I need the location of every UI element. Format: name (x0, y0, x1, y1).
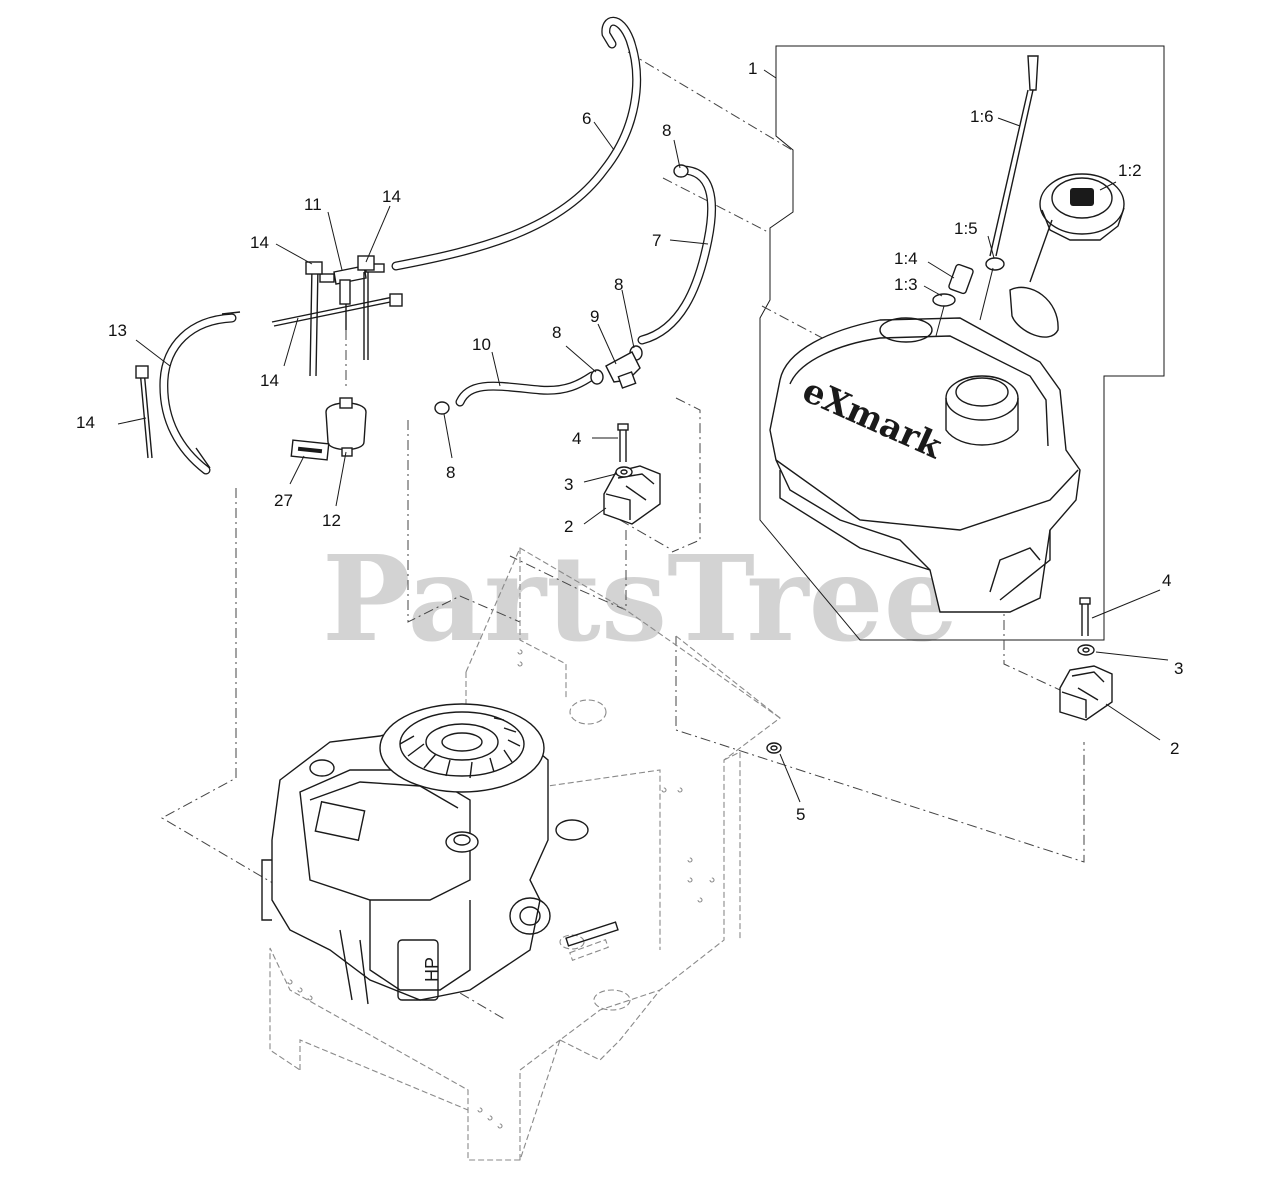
callout-14a: 14 (250, 233, 269, 252)
callout-7: 7 (652, 231, 661, 250)
clamp-8b (590, 369, 604, 385)
tank-assembly-outline (759, 45, 1165, 641)
tank-bracket-right (1059, 665, 1113, 721)
callout-2b: 2 (1170, 739, 1179, 758)
callout-8c: 8 (614, 275, 623, 294)
leader-lines (117, 69, 1169, 803)
nut (766, 742, 782, 754)
filter-decal (290, 439, 330, 461)
watermark-text: PartsTree (322, 529, 959, 668)
callout-1-3: 1:3 (894, 275, 918, 294)
vent-tube (979, 55, 1039, 321)
callout-14d: 14 (76, 413, 95, 432)
callout-27: 27 (274, 491, 293, 510)
callout-8b: 8 (552, 323, 561, 342)
watermark: PartsTree TM (322, 529, 959, 668)
assembly-lines (160, 51, 1085, 1021)
clamp-8d (434, 401, 450, 415)
rollover-valve (932, 263, 974, 337)
callout-6: 6 (582, 109, 591, 128)
callout-8a: 8 (662, 121, 671, 140)
engine: HP (261, 703, 619, 1005)
grommet (985, 257, 1005, 271)
callout-13: 13 (108, 321, 127, 340)
callout-3a: 3 (564, 475, 573, 494)
callout-12: 12 (322, 511, 341, 530)
oil-fill-cap (445, 831, 479, 853)
bolts (617, 423, 1091, 636)
callout-14c: 14 (260, 371, 279, 390)
shutoff-valve (605, 351, 641, 389)
callout-3b: 3 (1174, 659, 1183, 678)
callout-1-2: 1:2 (1118, 161, 1142, 180)
callout-1-4: 1:4 (894, 249, 918, 268)
fuel-hoses (159, 16, 717, 475)
fuel-tank: eXmark (769, 317, 1081, 613)
callout-9: 9 (590, 307, 599, 326)
callout-14b: 14 (382, 187, 401, 206)
callout-1-6: 1:6 (970, 107, 994, 126)
washers (615, 466, 1095, 656)
callout-4a: 4 (572, 429, 581, 448)
callout-4b: 4 (1162, 571, 1171, 590)
fuel-cap (1009, 173, 1125, 338)
callout-8d: 8 (446, 463, 455, 482)
callout-10: 10 (472, 335, 491, 354)
callout-11: 11 (304, 195, 322, 214)
callout-labels: 1 1:6 1:2 1:5 1:4 1:3 6 8 7 11 14 14 14 … (76, 59, 1183, 824)
frame-holes (287, 649, 715, 1129)
engine-hp-label: HP (422, 957, 442, 982)
callout-1: 1 (748, 59, 757, 78)
fuel-filter (325, 397, 367, 457)
callout-2a: 2 (564, 517, 573, 536)
tank-filler-neck (945, 375, 1019, 421)
callout-1-5: 1:5 (954, 219, 978, 238)
callout-5: 5 (796, 805, 805, 824)
recoil-starter (379, 703, 545, 793)
cable-ties (135, 255, 403, 459)
clamp-8a (673, 164, 689, 178)
tee-fitting (319, 263, 385, 330)
hose-clamps (434, 164, 689, 415)
